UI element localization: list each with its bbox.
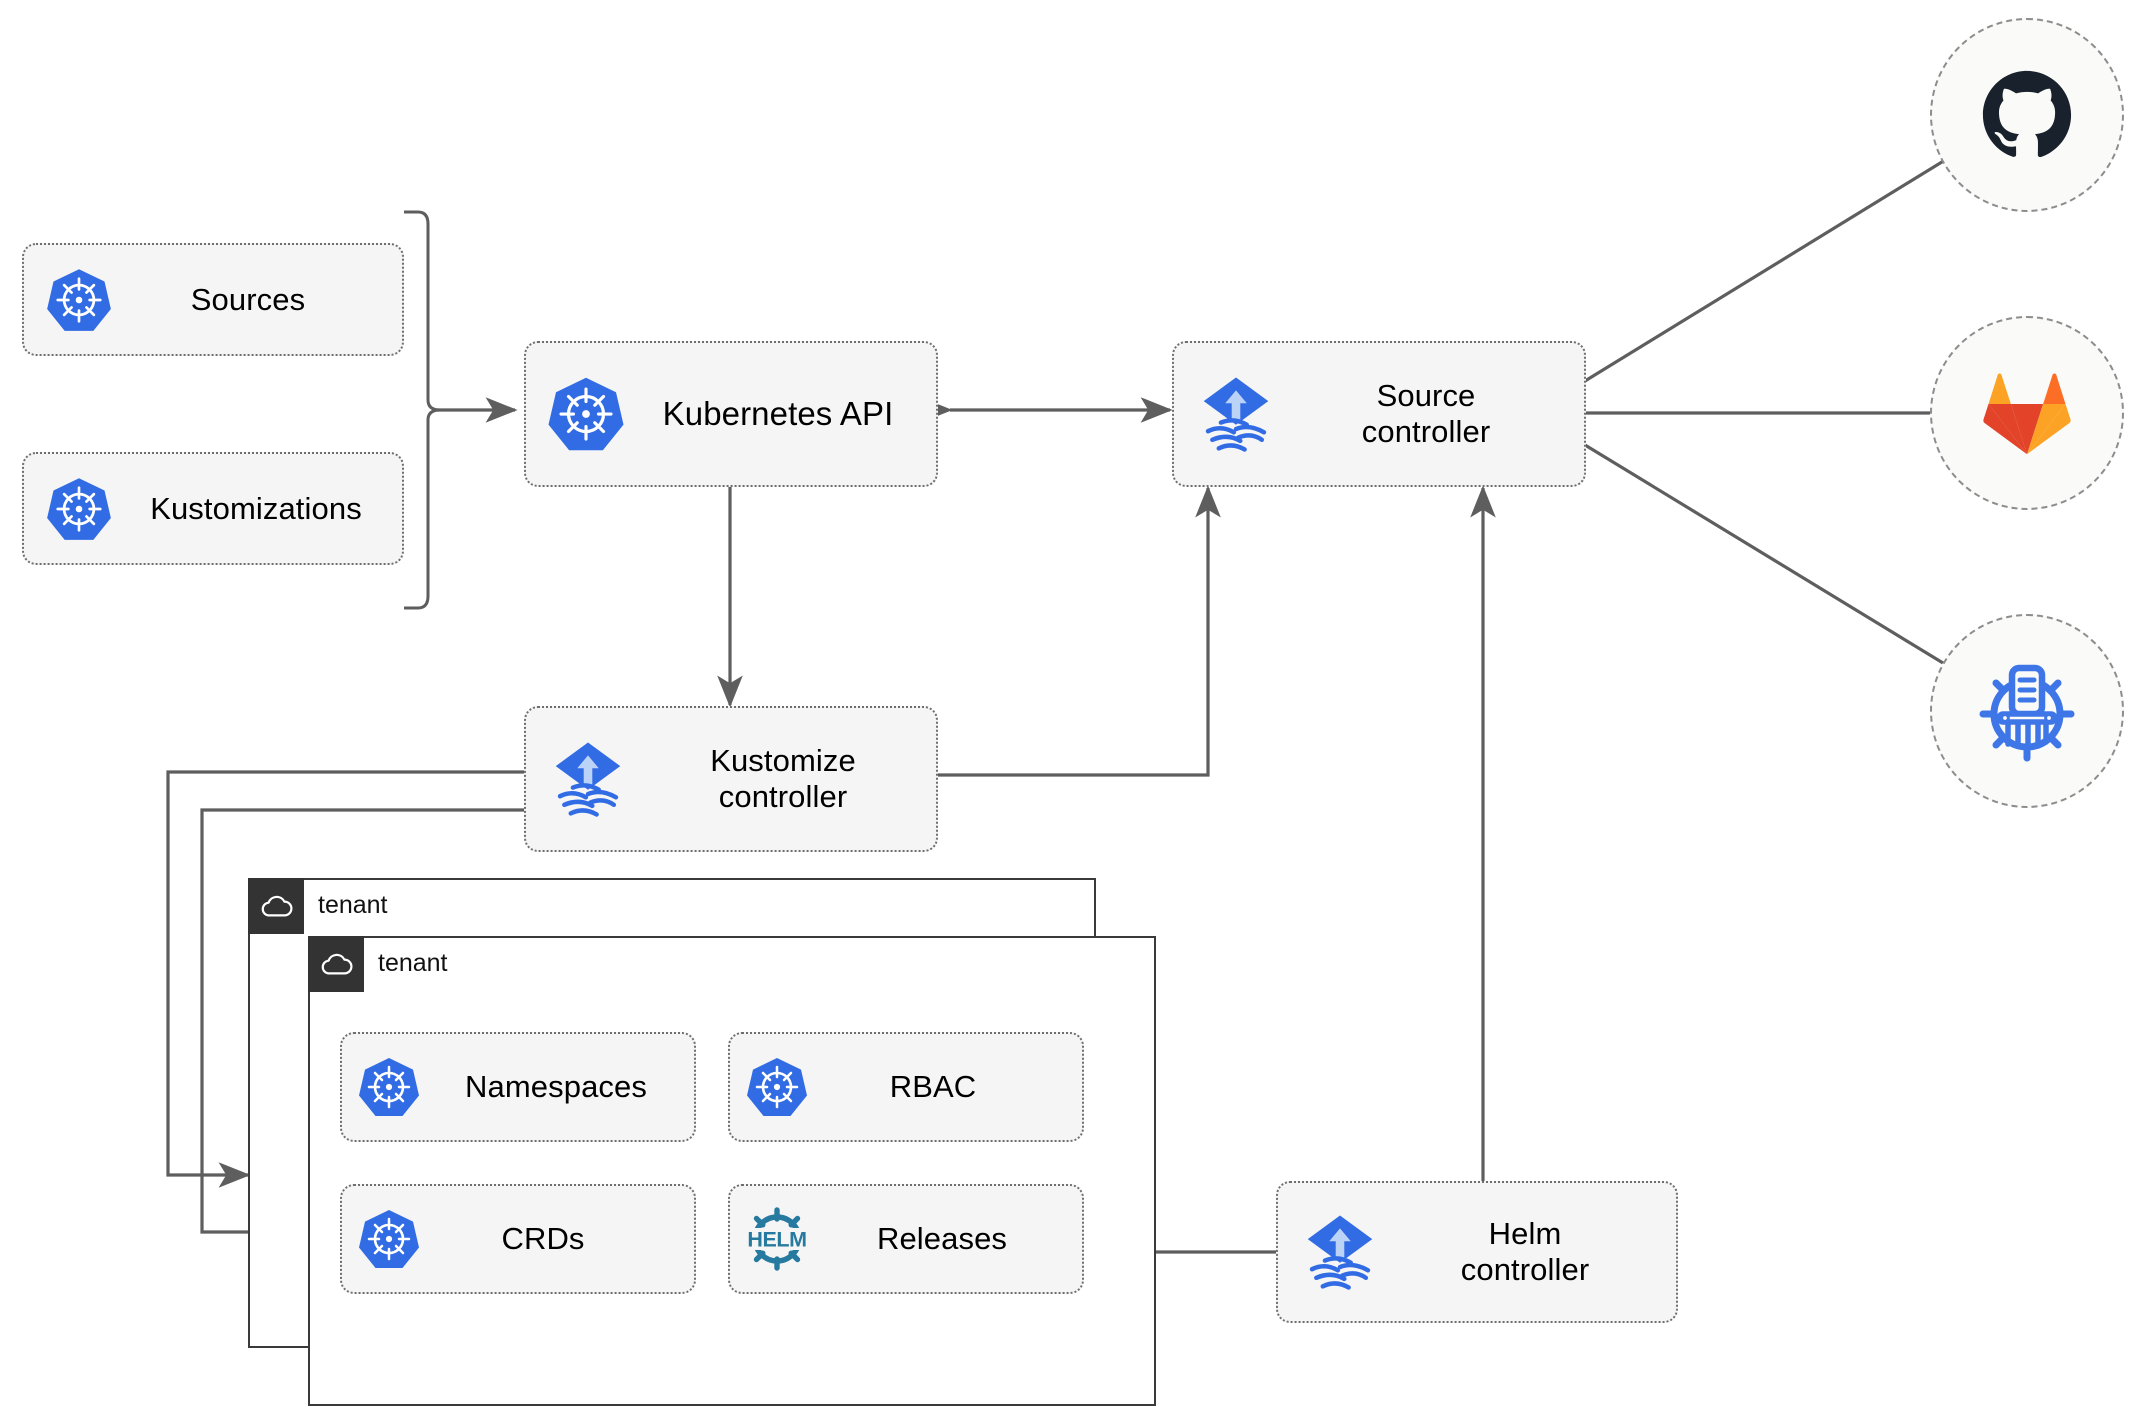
kubernetes-icon (342, 1055, 436, 1119)
node-kustomize-controller[interactable]: Kustomize controller (524, 706, 938, 852)
node-label: Releases (876, 1221, 1008, 1257)
node-helm-controller[interactable]: Helm controller (1276, 1181, 1678, 1323)
edge-source-to-github (1584, 117, 2015, 383)
node-releases[interactable]: HELM Releases (728, 1184, 1084, 1294)
tenant-container-front: tenant (307, 935, 1156, 1406)
node-label: CRDs (501, 1221, 585, 1257)
kubernetes-icon (526, 374, 646, 454)
endpoint-github[interactable] (1930, 18, 2124, 212)
node-label: Source controller (1361, 378, 1491, 449)
tenant-tab-back (247, 877, 304, 934)
node-label: Sources (190, 281, 306, 317)
cloud-icon (248, 878, 304, 934)
tenant-label-front: tenant (378, 949, 448, 977)
node-source-controller[interactable]: Source controller (1172, 341, 1586, 487)
tenant-label-back: tenant (318, 891, 388, 919)
node-label: Kustomize controller (710, 743, 856, 814)
node-namespaces[interactable]: Namespaces (340, 1032, 696, 1142)
helm-icon: HELM (730, 1202, 824, 1276)
node-label: Helm controller (1460, 1216, 1590, 1287)
node-kubernetes-api[interactable]: Kubernetes API (524, 341, 938, 487)
endpoint-registry[interactable] (1930, 614, 2124, 808)
kubernetes-icon (342, 1207, 436, 1271)
flux-icon (526, 736, 650, 822)
node-label: Kustomizations (150, 490, 362, 526)
svg-text:HELM: HELM (747, 1228, 806, 1252)
edge-source-to-registry (1584, 443, 2015, 707)
edge-kustomize-to-tenant-back (166, 770, 524, 1188)
kubernetes-icon (730, 1055, 824, 1119)
node-crds[interactable]: CRDs (340, 1184, 696, 1294)
flux-icon (1174, 371, 1298, 457)
node-label: RBAC (889, 1069, 977, 1105)
tenant-tab-front (307, 935, 364, 992)
flux-icon (1278, 1209, 1402, 1295)
edge-kustomize-to-source (936, 485, 1221, 777)
node-rbac[interactable]: RBAC (728, 1032, 1084, 1142)
endpoint-gitlab[interactable] (1930, 316, 2124, 510)
node-label: Namespaces (465, 1069, 647, 1105)
brace-sources-group (404, 210, 441, 610)
gitlab-icon (1982, 370, 2072, 456)
kubernetes-icon (24, 266, 134, 334)
helm-registry-icon (1972, 656, 2082, 766)
node-label: Kubernetes API (662, 394, 894, 432)
node-sources[interactable]: Sources (22, 243, 404, 356)
node-kustomizations[interactable]: Kustomizations (22, 452, 404, 565)
cloud-icon (308, 936, 364, 992)
kubernetes-icon (24, 475, 134, 543)
github-icon (1979, 67, 2075, 163)
